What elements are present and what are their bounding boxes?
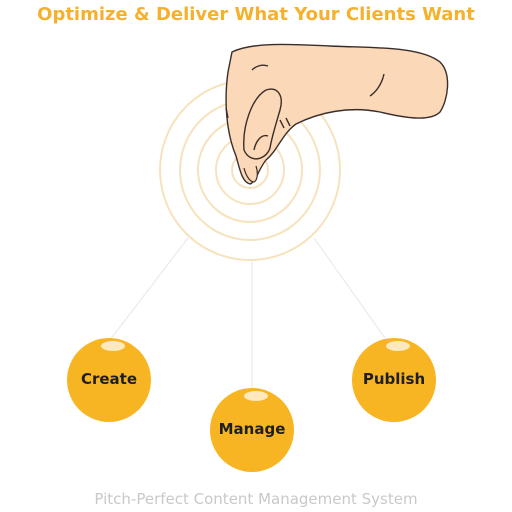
ball-manage: [210, 388, 294, 472]
ball-create: [67, 338, 151, 422]
publish-label: Publish: [362, 370, 426, 388]
manage-label: Manage: [218, 420, 286, 438]
ball-publish: [352, 338, 436, 422]
connector-line-create: [109, 237, 189, 341]
tagline: Pitch-Perfect Content Management System: [94, 490, 418, 508]
connector-lines: [109, 237, 386, 390]
headline: Optimize & Deliver What Your Clients Wan…: [37, 4, 475, 25]
connector-line-publish: [313, 237, 386, 339]
create-label: Create: [80, 370, 138, 388]
hand-illustration: [225, 43, 449, 185]
